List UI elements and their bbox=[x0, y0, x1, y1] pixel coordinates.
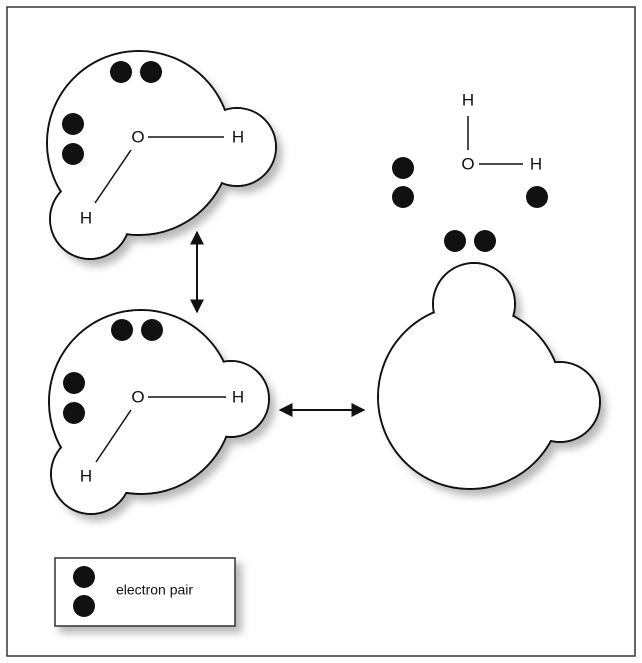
molecule-right-cloud bbox=[377, 262, 606, 496]
hydrogen-label: H bbox=[80, 208, 92, 227]
legend-label: electron pair bbox=[116, 582, 193, 598]
electron bbox=[62, 143, 84, 165]
bond-line bbox=[94, 149, 132, 204]
electron bbox=[110, 61, 132, 83]
electron bbox=[526, 186, 548, 208]
oxygen-label: O bbox=[131, 127, 144, 146]
oxygen-label: O bbox=[131, 387, 144, 406]
hydrogen-label: H bbox=[462, 90, 474, 109]
hydrogen-label: H bbox=[530, 154, 542, 173]
electron bbox=[444, 230, 466, 252]
electron bbox=[474, 230, 496, 252]
legend-electron-icon bbox=[73, 566, 95, 588]
electron bbox=[140, 61, 162, 83]
electron bbox=[62, 113, 84, 135]
oxygen-label: O bbox=[461, 154, 474, 173]
legend-electron-icon bbox=[73, 595, 95, 617]
hydrogen-label: H bbox=[232, 127, 244, 146]
electron bbox=[392, 157, 414, 179]
electron bbox=[63, 402, 85, 424]
molecule-top-left: O H H bbox=[46, 50, 282, 266]
hydrogen-label: H bbox=[232, 387, 244, 406]
molecule-bottom-left: O H H bbox=[48, 309, 275, 521]
bond-line bbox=[95, 409, 132, 463]
structural-formula: H O H bbox=[392, 90, 548, 252]
hydrogen-label: H bbox=[80, 466, 92, 485]
legend: electron pair bbox=[54, 557, 242, 633]
electron bbox=[63, 372, 85, 394]
electron bbox=[392, 186, 414, 208]
electron bbox=[141, 319, 163, 341]
electron bbox=[111, 319, 133, 341]
